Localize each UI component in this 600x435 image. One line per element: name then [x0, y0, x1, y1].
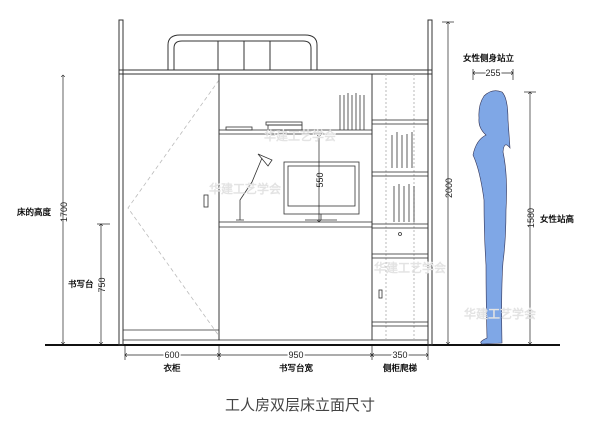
watermark: 华建工艺学会 — [264, 128, 337, 143]
dim-750: 750 — [97, 277, 107, 292]
dim-2000: 2000 — [444, 178, 454, 198]
dim-600: 600 — [164, 350, 179, 360]
ladder-cabinet — [371, 73, 429, 341]
label-desk-width: 书写台宽 — [279, 363, 314, 374]
dim-350: 350 — [392, 350, 407, 360]
watermark: 华建工艺学会 — [464, 306, 537, 321]
dim-1580: 1580 — [526, 208, 536, 228]
wardrobe — [122, 73, 220, 341]
label-wardrobe: 衣柜 — [163, 363, 181, 374]
label-desk: 书写台 — [68, 279, 94, 290]
label-figure-height: 女性站高 — [540, 214, 575, 225]
dim-1700: 1700 — [59, 202, 69, 222]
dim-950: 950 — [288, 350, 303, 360]
label-figure-side: 女性侧身站立 — [463, 53, 515, 64]
dimension-lines — [63, 22, 536, 360]
diagram-title: 工人房双层床立面尺寸 — [225, 396, 375, 414]
watermark: 华建工艺学会 — [374, 260, 447, 275]
dim-255: 255 — [485, 68, 500, 78]
female-figure — [472, 90, 511, 345]
desk-section — [218, 73, 373, 341]
dim-550: 550 — [315, 172, 325, 187]
label-ladder: 侧柜爬梯 — [382, 363, 418, 374]
label-bed-height: 床的高度 — [17, 207, 52, 218]
watermark: 华建工艺学会 — [209, 181, 282, 196]
